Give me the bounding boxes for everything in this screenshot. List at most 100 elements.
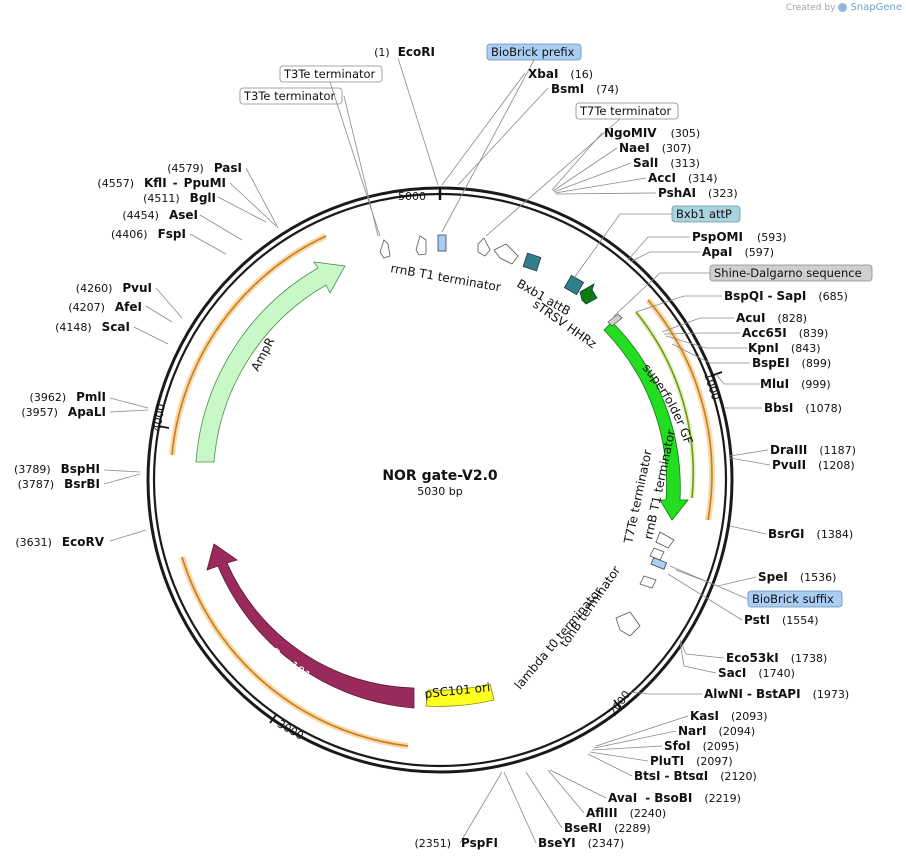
enzyme-spei[interactable]: SpeI(1536) <box>758 570 836 584</box>
enzyme-bsmi[interactable]: BsmI(74) <box>551 82 619 96</box>
orf-arc-ampr <box>171 235 327 456</box>
bxb1-attp-glyph[interactable] <box>563 274 585 296</box>
enzyme-afei[interactable]: (4207)AfeI <box>68 300 142 314</box>
biobrick-prefix-glyph[interactable] <box>437 234 447 252</box>
enzyme-bgli[interactable]: (4511)BglI <box>143 191 216 205</box>
enzyme-saci[interactable]: SacI(1740) <box>718 666 795 680</box>
enzyme-bsphi[interactable]: (3789)BspHI <box>14 462 100 476</box>
enzyme-apai[interactable]: ApaI(597) <box>702 245 774 259</box>
enzyme-ecori[interactable]: (1)EcoRI <box>374 45 435 59</box>
superfolder-gfp-feature-arrow[interactable] <box>603 321 689 521</box>
enzyme-asei[interactable]: (4454)AseI <box>122 208 198 222</box>
enzyme-psti[interactable]: PstI(1554) <box>744 613 819 627</box>
svg-text:BioBrick prefix: BioBrick prefix <box>491 45 575 59</box>
tick-mark-4000 <box>157 425 170 429</box>
strsv-hhrz-glyph[interactable] <box>579 283 598 305</box>
enzyme-bspqi-sapi[interactable]: BspQI-SapI(685) <box>724 289 848 303</box>
t7te-terminator-glyph-2[interactable] <box>655 531 675 549</box>
ampr-feature-arrow[interactable] <box>195 261 346 463</box>
plasmid-size: 5030 bp <box>417 485 462 498</box>
boxed-label-bxb1-attp[interactable]: Bxb1 attP <box>671 205 741 223</box>
rep101-feature-arrow[interactable] <box>206 543 415 709</box>
svg-text:T3Te terminator: T3Te terminator <box>243 89 336 103</box>
snapgene-logo-icon <box>838 3 848 12</box>
feature-label-lambda-t0-terminator: lambda t0 terminator <box>512 584 605 692</box>
feature-label-rrnb-t1-terminator: rrnB T1 terminator <box>389 261 501 294</box>
enzyme-pvuii[interactable]: PvuII(1208) <box>772 458 855 472</box>
enzyme-pluti[interactable]: PluTI(2097) <box>650 754 733 768</box>
enzyme-draiii[interactable]: DraIII(1187) <box>770 443 856 457</box>
enzyme-btsi-btsai[interactable]: BtsI-BtsαI(2120) <box>634 769 757 783</box>
boxed-label-t7te-terminator[interactable]: T7Te terminator <box>575 102 679 120</box>
svg-text:BioBrick suffix: BioBrick suffix <box>752 592 834 606</box>
bxb1-attb-glyph[interactable] <box>522 252 542 272</box>
enzyme-afliii[interactable]: AflIII(2240) <box>586 806 666 820</box>
enzyme-sali[interactable]: SalI(313) <box>633 156 700 170</box>
enzyme-alwni-bstapi[interactable]: AlwNI-BstAPI(1973) <box>704 687 849 701</box>
t3te-terminator-glyph-2[interactable] <box>415 235 427 256</box>
psc101-ori-feature[interactable] <box>425 683 495 707</box>
enzyme-sfoi[interactable]: SfoI(2095) <box>664 739 739 753</box>
enzyme-pmli[interactable]: (3962)PmlI <box>30 390 106 404</box>
biobrick-suffix-glyph[interactable] <box>650 557 668 570</box>
tonb-terminator-glyph[interactable] <box>639 575 657 589</box>
tick-mark-2000 <box>613 699 622 710</box>
enzyme-scai[interactable]: (4148)ScaI <box>55 320 130 334</box>
enzyme-bbsi[interactable]: BbsI(1078) <box>764 401 842 415</box>
enzyme-apali[interactable]: (3957)ApaLI <box>21 405 106 419</box>
enzyme-bsrbi[interactable]: (3787)BsrBI <box>18 477 100 491</box>
enzyme-acc65i[interactable]: Acc65I(839) <box>742 326 828 340</box>
tick-label-4000: 4000 <box>150 403 168 433</box>
enzyme-kasi[interactable]: KasI(2093) <box>690 709 768 723</box>
watermark: Created by SnapGene <box>786 2 902 13</box>
svg-text:Bxb1 attP: Bxb1 attP <box>676 207 732 221</box>
tick-label-3000: 3000 <box>275 717 306 742</box>
enzyme-kfli-ppumi[interactable]: (4557)KflI-PpuMI <box>97 176 226 190</box>
t3te-terminator-glyph-1[interactable] <box>379 239 391 259</box>
enzyme-bseyi[interactable]: BseYI(2347) <box>538 836 624 850</box>
enzyme-bspei[interactable]: BspEI(899) <box>752 356 831 370</box>
enzyme-mlui[interactable]: MluI(999) <box>760 377 831 391</box>
boxed-label-t3te-terminator-1[interactable]: T3Te terminator <box>279 65 383 83</box>
lambda-t0-terminator-glyph[interactable] <box>615 611 641 637</box>
enzyme-acci[interactable]: AccI(314) <box>648 171 718 185</box>
enzyme-eco53ki[interactable]: Eco53kI(1738) <box>726 651 827 665</box>
boxed-label-biobrick-suffix[interactable]: BioBrick suffix <box>747 590 843 608</box>
enzyme-pshai[interactable]: PshAI(323) <box>658 186 738 200</box>
feature-label-psc101-ori: pSC101 ori <box>424 680 491 701</box>
enzyme-acui[interactable]: AcuI(828) <box>736 311 807 325</box>
enzyme-kpni[interactable]: KpnI(843) <box>748 341 821 355</box>
svg-text:T3Te terminator: T3Te terminator <box>283 67 376 81</box>
plasmid-name: NOR gate-V2.0 <box>382 468 498 484</box>
enzyme-bsrgi[interactable]: BsrGI(1384) <box>768 527 853 541</box>
rrnb-t1-terminator-glyph-2[interactable] <box>649 547 665 561</box>
watermark-created-by: Created by <box>785 2 836 13</box>
tick-label-5000: 5000 <box>398 190 426 203</box>
enzyme-bseri[interactable]: BseRI(2289) <box>564 821 651 835</box>
enzyme-pasi[interactable]: (4579)PasI <box>167 161 242 175</box>
tick-mark-3000 <box>269 714 277 724</box>
svg-text:Shine-Dalgarno sequence: Shine-Dalgarno sequence <box>714 266 862 280</box>
enzyme-nari[interactable]: NarI(2094) <box>678 724 755 738</box>
rrnb-t1-terminator-glyph[interactable] <box>493 243 519 265</box>
enzyme-naei[interactable]: NaeI(307) <box>619 141 691 155</box>
watermark-brand: SnapGene <box>850 2 902 13</box>
tick-label-1000: 1000 <box>701 371 722 402</box>
enzyme-fspi[interactable]: (4406)FspI <box>111 227 186 241</box>
svg-text:T7Te terminator: T7Te terminator <box>579 104 672 118</box>
boxed-label-t3te-terminator-2[interactable]: T3Te terminator <box>239 87 343 105</box>
enzyme-avai-bsobi[interactable]: AvaI-BsoBI(2219) <box>608 791 741 805</box>
t7te-terminator-glyph[interactable] <box>477 237 491 257</box>
enzyme-pspomi[interactable]: PspOMI(593) <box>692 230 787 244</box>
orf-arc-rep101 <box>181 556 409 747</box>
enzyme-ecorv[interactable]: (3631)EcoRV <box>15 535 104 549</box>
orf-arc-gfp-outer <box>647 299 713 521</box>
shine-dalgarno-glyph[interactable] <box>607 313 623 327</box>
enzyme-pspfi[interactable]: (2351)PspFI <box>414 836 498 850</box>
enzyme-ngomiv[interactable]: NgoMIV(305) <box>604 126 700 140</box>
enzyme-pvui[interactable]: (4260)PvuI <box>76 281 152 295</box>
boxed-label-shine-dalgarno[interactable]: Shine-Dalgarno sequence <box>709 264 873 282</box>
boxed-label-biobrick-prefix[interactable]: BioBrick prefix <box>486 43 582 61</box>
enzyme-xbai[interactable]: XbaI(16) <box>528 67 593 81</box>
